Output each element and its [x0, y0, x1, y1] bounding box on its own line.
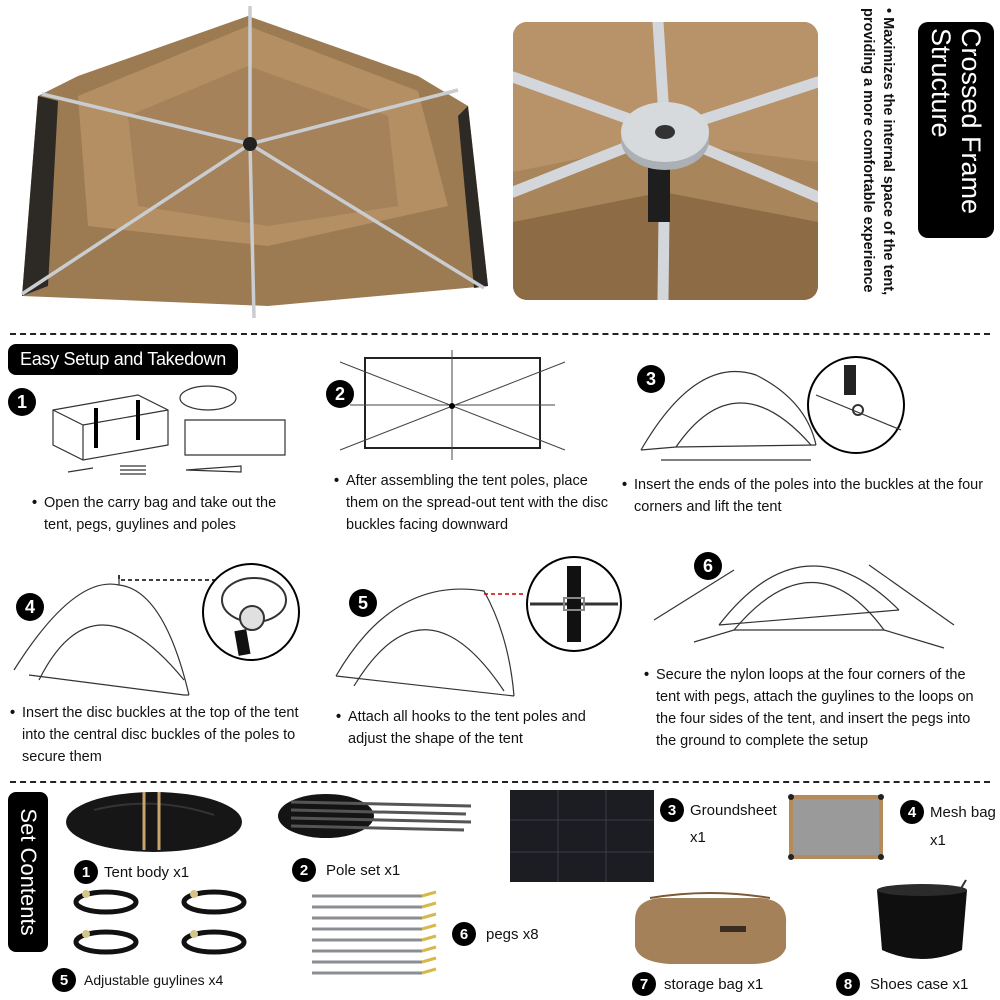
step-2-text: •After assembling the tent poles, place …: [334, 473, 608, 533]
step4-illustration: [13, 563, 300, 696]
item-pole-set-label: Pole set x1: [326, 862, 401, 879]
disc-buckle-closeup-photo: [513, 22, 818, 300]
item-number: 5: [52, 968, 76, 992]
feature-note: • Maximizes the internal space of the te…: [860, 8, 896, 296]
step-number: 2: [326, 380, 354, 408]
tent-body-image: [66, 792, 242, 852]
step-3-text: •Insert the ends of the poles into the b…: [622, 477, 984, 515]
item-mesh-bag-label: Mesh bag: [930, 804, 996, 821]
feature-note-text: Maximizes the internal space of the tent…: [860, 8, 896, 296]
step-6-text: •Secure the nylon loops at the four corn…: [644, 667, 974, 749]
item-storage-bag-label: storage bag x1: [664, 976, 764, 993]
item-groundsheet-qty: x1: [690, 829, 706, 846]
item-groundsheet-label: Groundsheet: [690, 802, 777, 819]
step3-illustration: [640, 356, 905, 461]
guylines-image: [73, 889, 247, 955]
item-mesh-bag-qty: x1: [930, 832, 946, 849]
step6-illustration: [653, 564, 955, 649]
divider: [10, 781, 990, 783]
item-number: 2: [292, 858, 316, 882]
item-tent-body-label: Tent body x1: [104, 864, 190, 881]
step5-illustration: [335, 556, 622, 697]
item-guylines-label: Adjustable guylines x4: [84, 972, 224, 988]
section-title-badge: Crossed Frame Structure: [918, 22, 994, 238]
item-number: 7: [632, 972, 656, 996]
divider: [10, 333, 990, 335]
groundsheet-image: [510, 790, 654, 882]
step-1-text: •Open the carry bag and take out the ten…: [32, 495, 277, 533]
step1-illustration: [52, 385, 286, 475]
item-shoes-case-label: Shoes case x1: [870, 976, 969, 993]
step2-illustration: [339, 350, 566, 460]
pegs-image: [312, 890, 437, 975]
step-number: 1: [8, 388, 36, 416]
item-number: 3: [660, 798, 684, 822]
item-number: 4: [900, 800, 924, 824]
step-5-text: •Attach all hooks to the tent poles and …: [336, 709, 586, 747]
step-number: 3: [637, 365, 665, 393]
contents-section-label: Set Contents: [8, 792, 48, 952]
page-title: Crossed Frame Structure: [926, 28, 986, 215]
item-number: 8: [836, 972, 860, 996]
item-number: 1: [74, 860, 98, 884]
shoes-case-image: [877, 879, 967, 959]
storage-bag-image: [635, 892, 787, 964]
step-number: 5: [349, 589, 377, 617]
step-4-text: •Insert the disc buckles at the top of t…: [10, 705, 299, 765]
setup-section-label: Easy Setup and Takedown: [8, 344, 238, 375]
tent-interior-photo: [21, 6, 488, 319]
mesh-bag-image: [788, 794, 884, 860]
item-number: 6: [452, 922, 476, 946]
item-pegs-label: pegs x8: [486, 926, 539, 943]
step-number: 6: [694, 552, 722, 580]
step-number: 4: [16, 593, 44, 621]
pole-set-image: [278, 794, 472, 838]
